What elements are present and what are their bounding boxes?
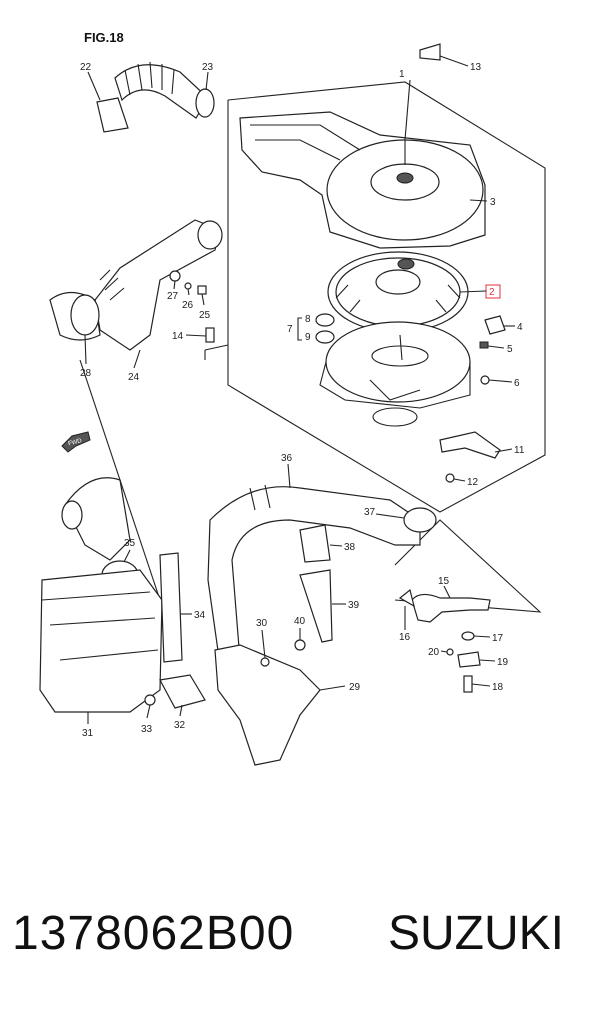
callout-27: 27 xyxy=(167,291,179,302)
callout-17: 17 xyxy=(492,633,504,644)
callout-20: 20 xyxy=(428,647,440,658)
brand-name: SUZUKI xyxy=(388,907,565,960)
callout-16: 16 xyxy=(399,632,411,643)
intake-hose-upper xyxy=(96,61,215,133)
resonator xyxy=(39,477,206,713)
air-cleaner-case xyxy=(319,321,471,427)
exploded-parts-diagram: FIG.18 xyxy=(39,30,546,766)
callout-31: 31 xyxy=(82,728,94,739)
callout-22: 22 xyxy=(80,62,92,73)
grommet-set xyxy=(297,313,335,344)
part-number: 1378062B00 xyxy=(12,907,295,960)
callout-28: 28 xyxy=(80,368,92,379)
fwd-arrow-icon: FWD xyxy=(61,431,91,453)
callout-14: 14 xyxy=(172,331,184,342)
callout-24: 24 xyxy=(128,372,140,383)
callout-29: 29 xyxy=(349,682,361,693)
callout-9: 9 xyxy=(305,332,311,343)
callout-32: 32 xyxy=(174,720,186,731)
air-cleaner-cover xyxy=(239,111,486,249)
callout-38: 38 xyxy=(344,542,356,553)
callout-15: 15 xyxy=(438,576,450,587)
callout-8: 8 xyxy=(305,314,311,325)
callout-36: 36 xyxy=(281,453,293,464)
callout-40: 40 xyxy=(294,616,306,627)
callout-37: 37 xyxy=(364,507,376,518)
callout-35: 35 xyxy=(124,538,136,549)
callout-39: 39 xyxy=(348,600,360,611)
footer xyxy=(0,850,600,1021)
breather-hose xyxy=(398,588,491,693)
intake-hose-lower xyxy=(207,484,437,766)
intake-duct xyxy=(49,219,223,351)
callout-26: 26 xyxy=(182,300,194,311)
callout-18: 18 xyxy=(492,682,504,693)
callout-2: 2 xyxy=(489,287,495,298)
callout-25: 25 xyxy=(199,310,211,321)
assembly-outline xyxy=(204,81,546,513)
callout-34: 34 xyxy=(194,610,206,621)
figure-title: FIG.18 xyxy=(84,30,124,45)
callout-3: 3 xyxy=(490,197,496,208)
callout-23: 23 xyxy=(202,62,214,73)
callout-1: 1 xyxy=(399,69,405,80)
callout-19: 19 xyxy=(497,657,509,668)
callout-7: 7 xyxy=(287,324,293,335)
filter-element xyxy=(327,251,469,333)
callout-33: 33 xyxy=(141,724,153,735)
callout-6: 6 xyxy=(514,378,520,389)
callout-5: 5 xyxy=(507,344,513,355)
callout-13: 13 xyxy=(470,62,482,73)
callout-4: 4 xyxy=(517,322,523,333)
callout-30: 30 xyxy=(256,618,268,629)
callout-11: 11 xyxy=(514,445,525,456)
callout-labels: 1 2 3 4 5 6 7 8 9 11 12 13 14 15 16 17 1… xyxy=(80,55,525,739)
fwd-label: FWD xyxy=(68,438,83,447)
right-hardware xyxy=(419,43,506,483)
callout-12: 12 xyxy=(467,477,479,488)
